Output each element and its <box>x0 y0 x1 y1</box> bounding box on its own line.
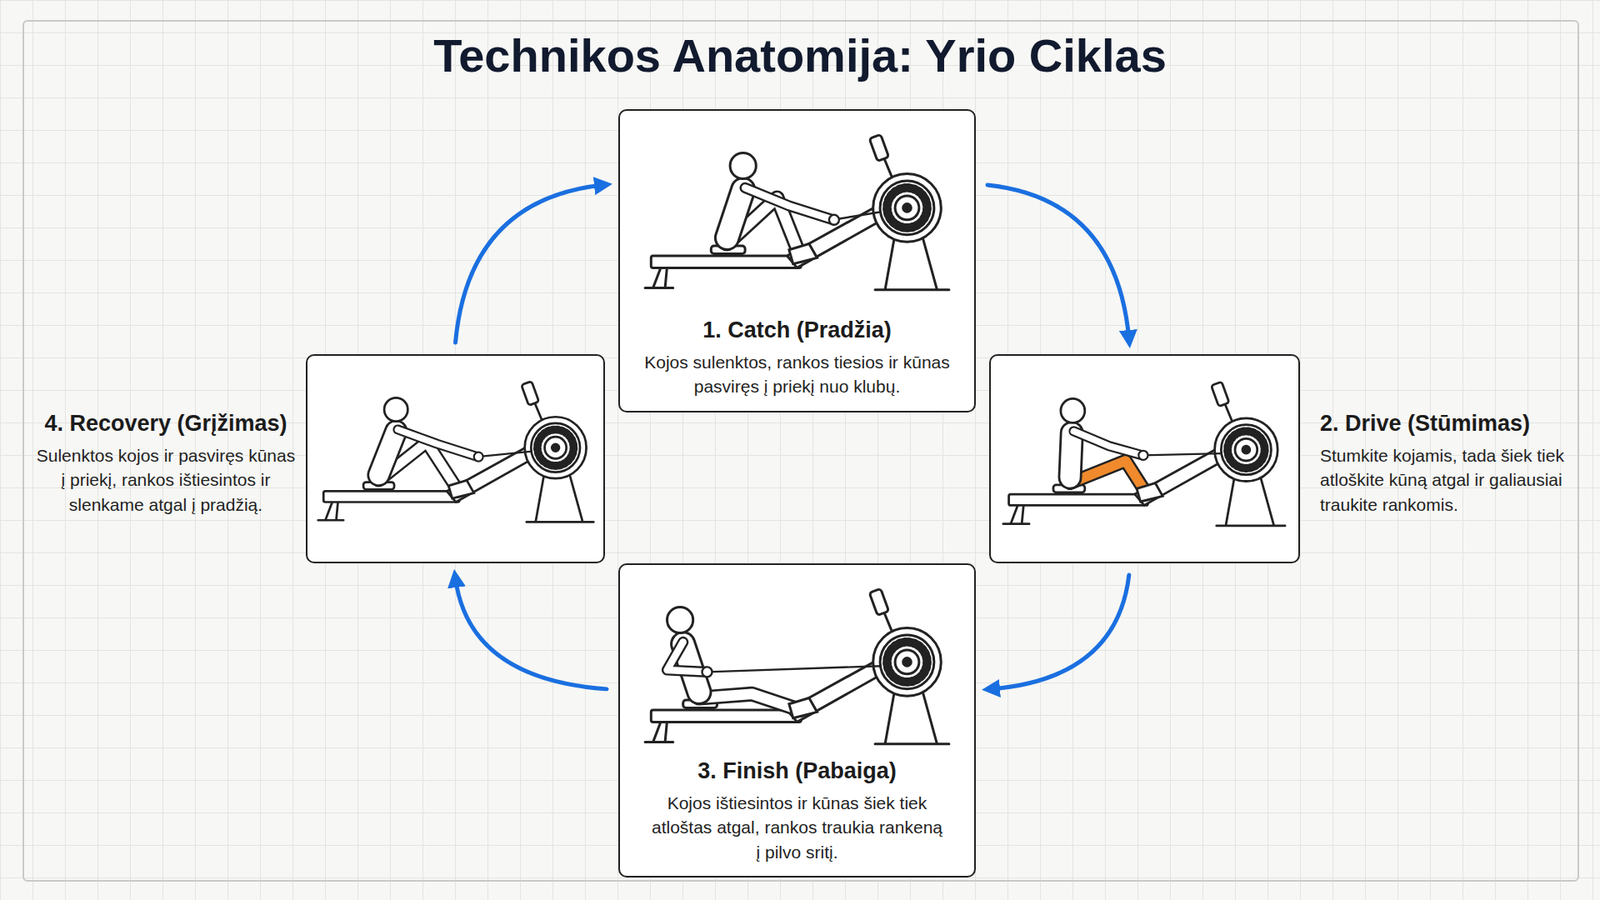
step-box: 4. Recovery (Grįžimas)Sulenktos kojos ir… <box>305 354 605 564</box>
step-description: Sulenktos kojos ir pasviręs kūnas į prie… <box>34 443 298 517</box>
cycle-arrow <box>455 185 605 343</box>
step-heading: 4. Recovery (Grįžimas) <box>34 410 298 437</box>
step-heading: 3. Finish (Pabaiga) <box>620 758 975 785</box>
rower-illustration <box>636 570 958 760</box>
cycle-arrow <box>987 185 1130 340</box>
step-box: 2. Drive (Stūmimas)Stumkite kojamis, tad… <box>989 354 1300 564</box>
step-heading: 2. Drive (Stūmimas) <box>1320 410 1577 437</box>
step-text: 1. Catch (Pradžia) Kojos sulenktos, ranko… <box>620 317 975 400</box>
step-box: 1. Catch (Pradžia) Kojos sulenktos, ranko… <box>618 109 976 413</box>
step-heading: 1. Catch (Pradžia) <box>620 317 975 344</box>
step-description: Stumkite kojamis, tada šiek tiek atloški… <box>1320 443 1577 517</box>
rower-illustration <box>995 364 1293 541</box>
cycle-arrow <box>990 575 1130 690</box>
step-description: Kojos ištiesintos ir kūnas šiek tiek atl… <box>651 790 944 865</box>
diagram-title: Technikos Anatomija: Yrio Ciklas <box>0 28 1600 83</box>
step-text: 4. Recovery (Grįžimas) Sulenktos kojos ir… <box>34 410 298 517</box>
step-description: Kojos sulenktos, rankos tiesios ir kūnas… <box>630 350 965 400</box>
step-box: 3. Finish (Pabaiga) Kojos ištiesintos ir … <box>618 563 976 878</box>
rower-illustration <box>310 364 601 537</box>
step-text: 3. Finish (Pabaiga) Kojos ištiesintos ir … <box>620 758 975 865</box>
rower-illustration <box>636 115 958 306</box>
cycle-arrow <box>455 578 608 690</box>
step-text: 2. Drive (Stūmimas) Stumkite kojamis, tad… <box>1320 410 1577 517</box>
